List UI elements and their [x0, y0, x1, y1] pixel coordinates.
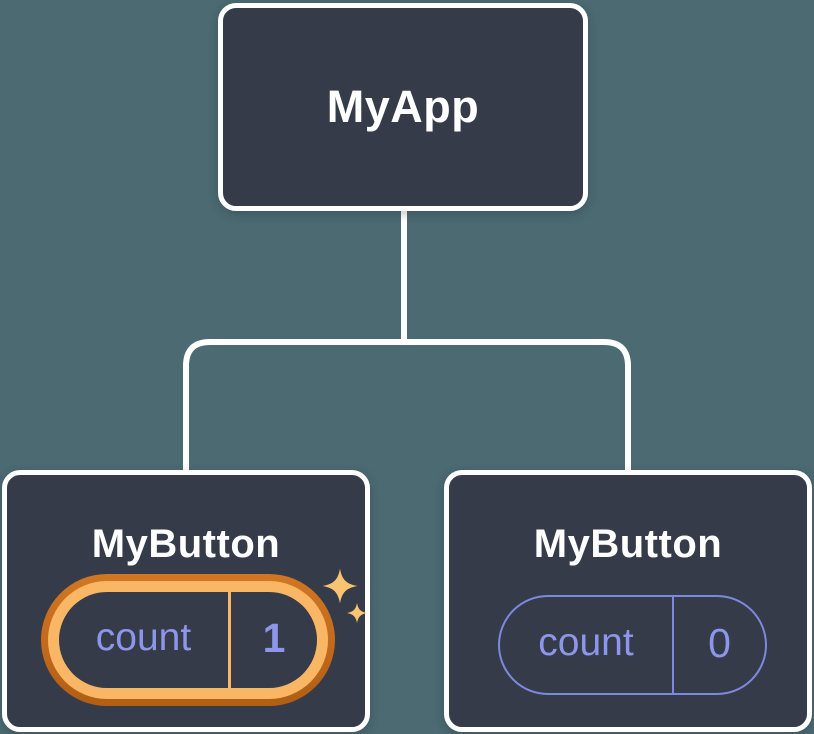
state-value: 0	[708, 619, 731, 666]
node-myapp-label: MyApp	[326, 81, 480, 132]
node-myapp: MyApp	[218, 3, 588, 211]
node-mybutton-2: MyButton count 0	[444, 470, 812, 732]
state-value: 1	[262, 614, 286, 661]
node-mybutton-2-label: MyButton	[533, 522, 723, 566]
state-pill-highlighted: count 1	[41, 574, 335, 706]
state-name-label: count	[95, 616, 192, 659]
state-pill-highlight-ring: count 1	[48, 581, 328, 699]
state-name-label: count	[538, 621, 634, 664]
node-mybutton-1-label: MyButton	[91, 522, 281, 566]
connector-branch	[183, 339, 631, 472]
sparkle-icon	[322, 568, 368, 624]
node-mybutton-1: MyButton count 1	[2, 470, 370, 732]
state-pill: count 0	[498, 595, 767, 695]
